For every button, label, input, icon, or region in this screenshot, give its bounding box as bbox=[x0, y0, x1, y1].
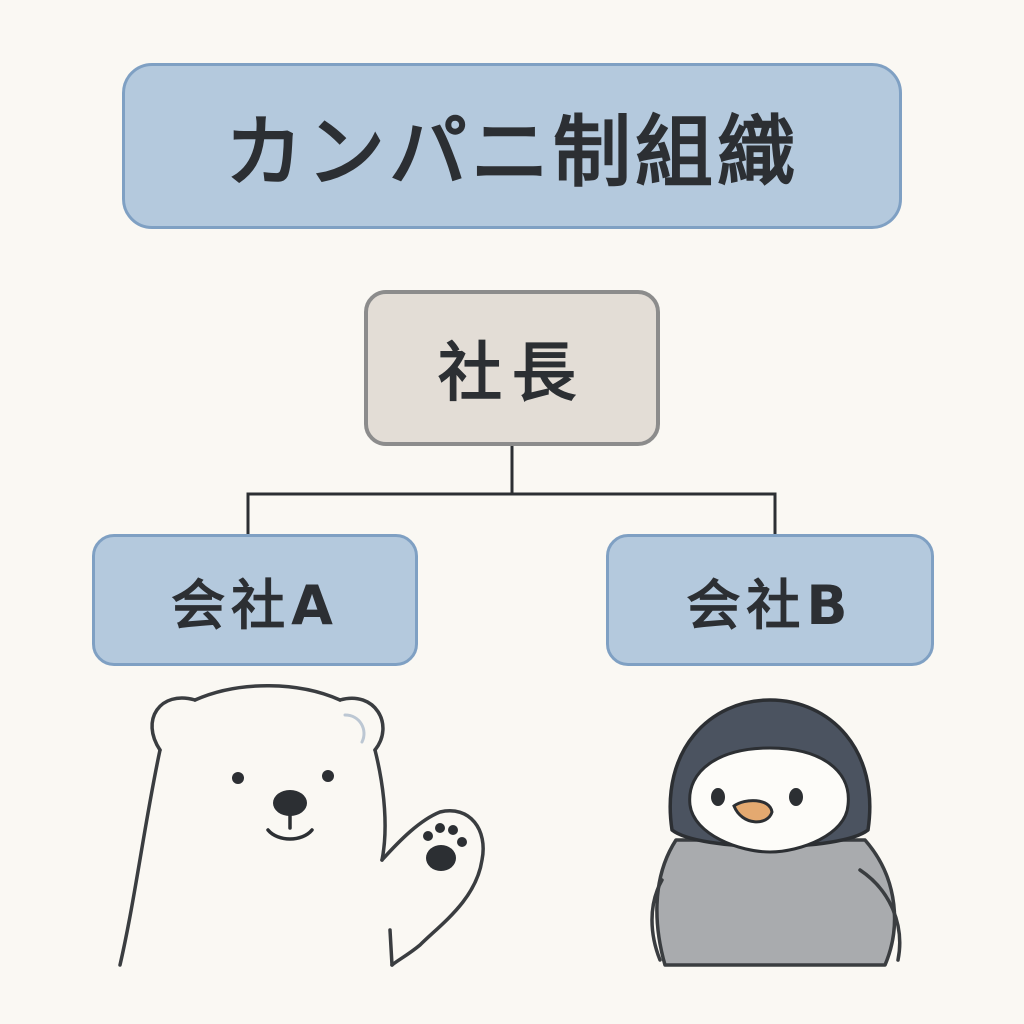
org-node-company-b: 会社B bbox=[606, 534, 934, 666]
org-node-company-a: 会社A bbox=[92, 534, 418, 666]
diagram-title: カンパニ制組織 bbox=[122, 63, 902, 229]
org-node-president: 社長 bbox=[364, 290, 660, 446]
